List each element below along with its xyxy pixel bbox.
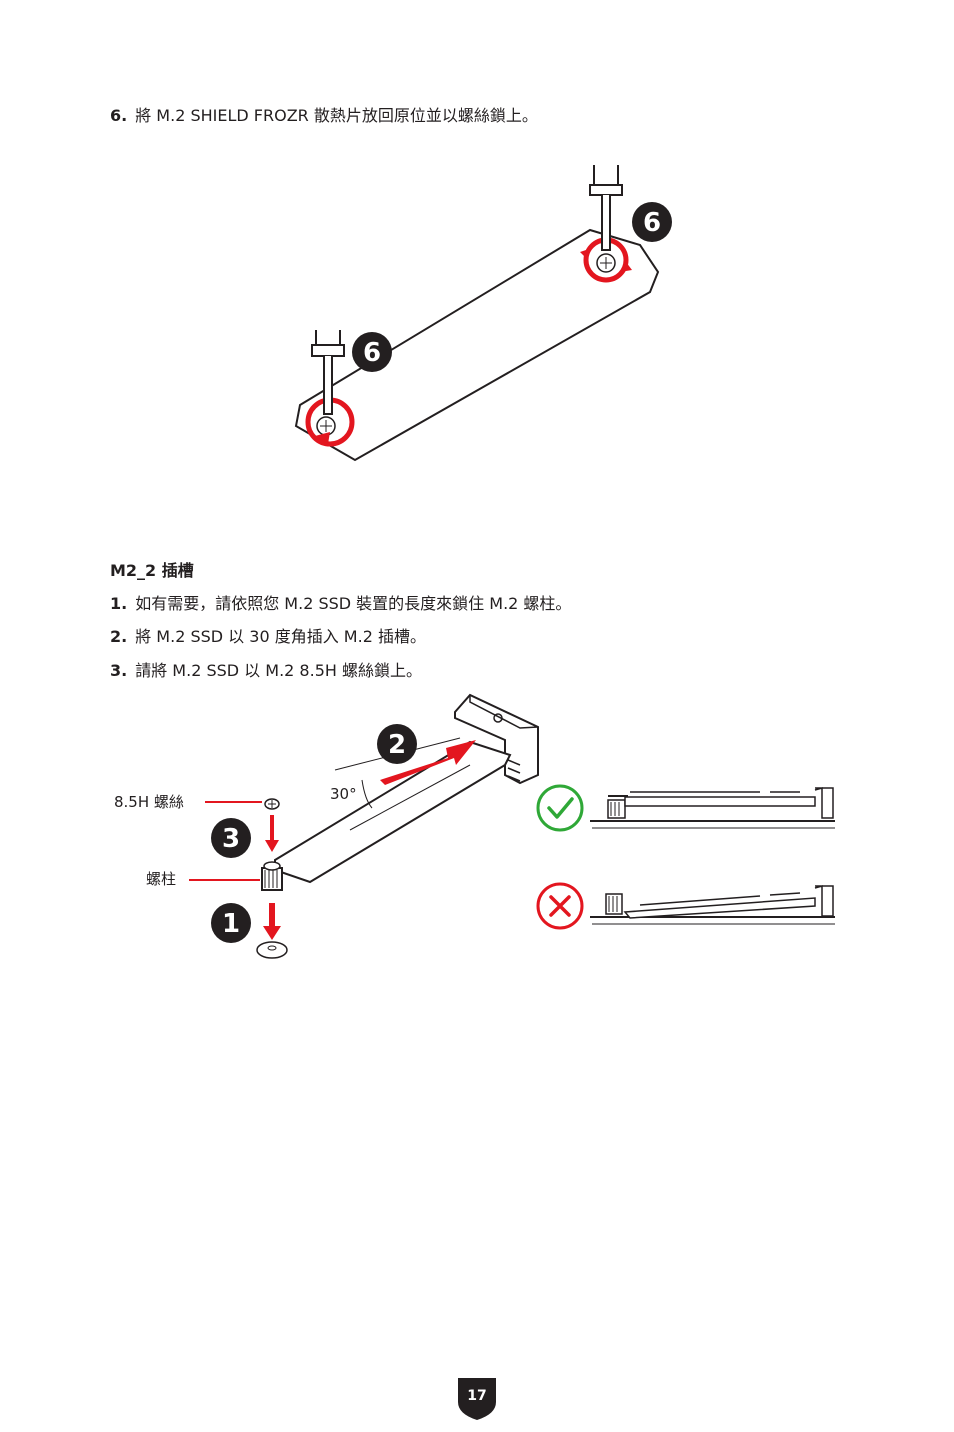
step-number: 6. <box>110 106 128 125</box>
screw-bottom <box>305 330 355 447</box>
step-number: 2. <box>110 627 128 646</box>
step-number: 1. <box>110 594 128 613</box>
callout-6-top: 6 <box>632 202 672 242</box>
step-2: 2. 將 M.2 SSD 以 30 度角插入 M.2 插槽。 <box>110 627 426 647</box>
step-1: 1. 如有需要，請依照您 M.2 SSD 裝置的長度來鎖住 M.2 螺柱。 <box>110 594 571 614</box>
heatsink-plate <box>294 228 660 462</box>
step-text: 將 M.2 SHIELD FROZR 散熱片放回原位並以螺絲鎖上。 <box>135 106 538 125</box>
svg-text:6: 6 <box>643 208 661 238</box>
section-title: M2_2 插槽 <box>110 561 194 580</box>
callout-6-bottom: 6 <box>352 332 392 372</box>
screw-top <box>580 165 632 283</box>
step-text: 請將 M.2 SSD 以 M.2 8.5H 螺絲鎖上。 <box>135 661 422 680</box>
step-3: 3. 請將 M.2 SSD 以 M.2 8.5H 螺絲鎖上。 <box>110 661 422 681</box>
step-number: 3. <box>110 661 128 680</box>
step-text: 將 M.2 SSD 以 30 度角插入 M.2 插槽。 <box>135 627 426 646</box>
svg-text:6: 6 <box>363 338 381 368</box>
step-6: 6. 將 M.2 SHIELD FROZR 散熱片放回原位並以螺絲鎖上。 <box>110 106 538 126</box>
step-text: 如有需要，請依照您 M.2 SSD 裝置的長度來鎖住 M.2 螺柱。 <box>135 594 572 613</box>
